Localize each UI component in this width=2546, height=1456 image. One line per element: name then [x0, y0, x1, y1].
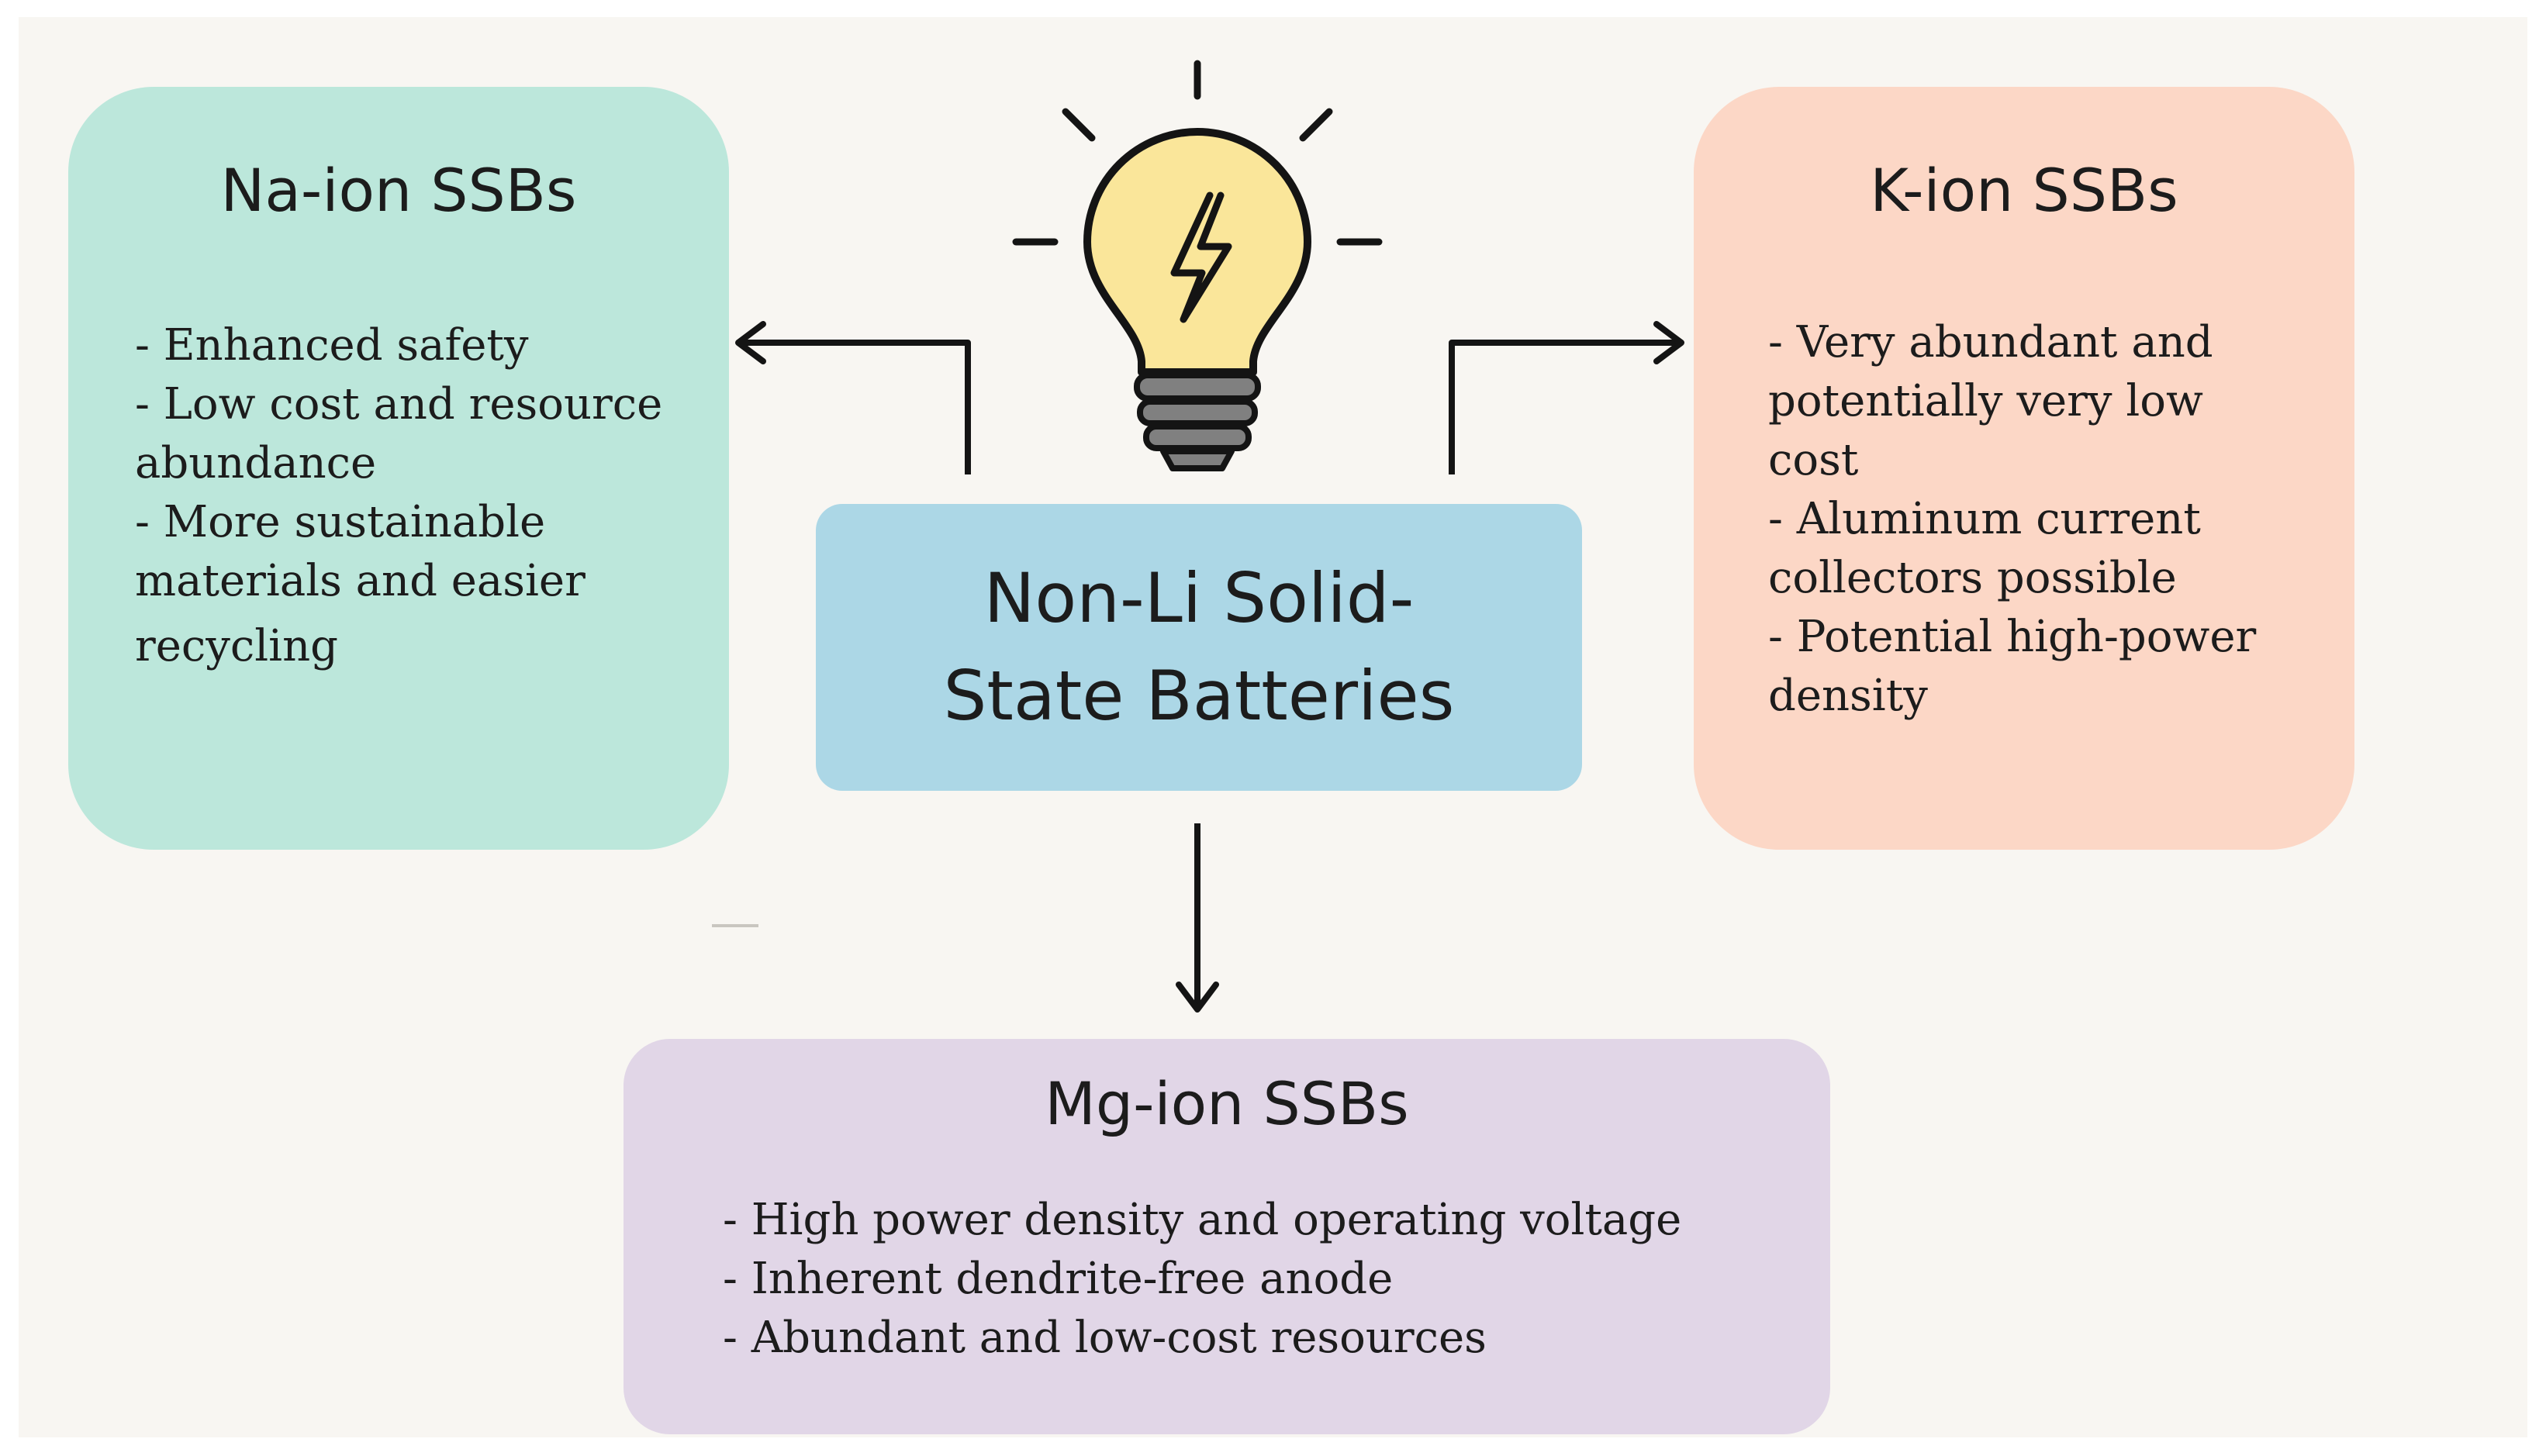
- lightbulb-icon: [1012, 60, 1383, 471]
- node-na-ion-ssbs: Na-ion SSBs - Enhanced safety - Low cost…: [68, 87, 729, 850]
- node-na-title: Na-ion SSBs: [220, 156, 577, 225]
- node-k-line: - Potential high-power: [1768, 612, 2257, 662]
- node-na-line: - More sustainable: [135, 497, 546, 547]
- node-k-text: - Very abundant and potentially very low…: [1768, 313, 2334, 726]
- node-k-line: cost: [1768, 435, 1859, 485]
- node-mg-ion-ssbs: Mg-ion SSBs - High power density and ope…: [624, 1039, 1830, 1434]
- node-k-ion-ssbs: K-ion SSBs - Very abundant and potential…: [1694, 87, 2354, 850]
- center-title-line: Non-Li Solid-: [983, 558, 1415, 638]
- node-mg-title: Mg-ion SSBs: [1045, 1069, 1409, 1138]
- node-na-line: materials and easier: [135, 556, 586, 606]
- node-k-title: K-ion SSBs: [1870, 156, 2178, 225]
- node-k-line: - Very abundant and: [1768, 317, 2213, 367]
- node-k-line: collectors possible: [1768, 553, 2177, 603]
- node-na-line: recycling: [135, 621, 339, 671]
- node-na-text: - Enhanced safety - Low cost and resourc…: [135, 316, 709, 676]
- divider-mark: [712, 924, 758, 927]
- node-mg-line: - Inherent dendrite-free anode: [723, 1254, 1394, 1304]
- edge-center-to-k-arrow: [1449, 321, 1684, 474]
- node-mg-text: - High power density and operating volta…: [723, 1191, 1808, 1368]
- node-na-line: - Low cost and resource: [135, 379, 663, 430]
- node-mg-line: - High power density and operating volta…: [723, 1195, 1682, 1245]
- node-na-line: - Enhanced safety: [135, 320, 529, 371]
- node-mg-line: - Abundant and low-cost resources: [723, 1313, 1487, 1363]
- edge-center-to-na-arrow: [735, 321, 971, 474]
- node-k-line: - Aluminum current: [1768, 494, 2201, 544]
- center-title-line: State Batteries: [943, 656, 1455, 736]
- node-k-line: potentially very low: [1768, 376, 2203, 426]
- node-k-line: density: [1768, 671, 1928, 721]
- node-na-line: abundance: [135, 438, 377, 488]
- node-non-li-solid-state-batteries: Non-Li Solid- State Batteries: [816, 504, 1582, 791]
- center-title: Non-Li Solid- State Batteries: [850, 550, 1548, 745]
